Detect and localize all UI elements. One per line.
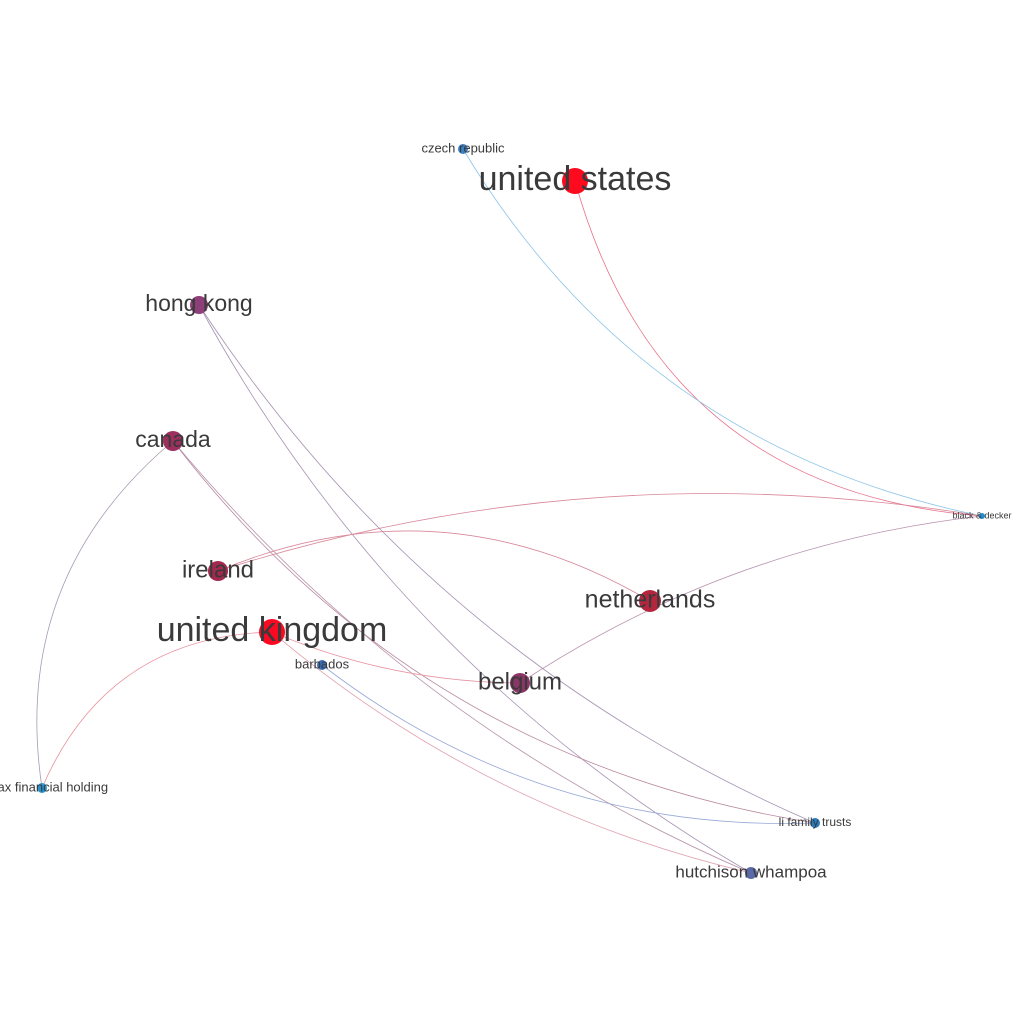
node-hong-kong[interactable] bbox=[190, 296, 208, 314]
edge-ireland-netherlands bbox=[217, 530, 651, 602]
label-belgium: belgium bbox=[478, 668, 562, 695]
edges-layer bbox=[36, 148, 983, 874]
edge-hong-kong-hutchison-whampoa bbox=[198, 304, 752, 874]
edge-united-kingdom-fairfax-financial bbox=[41, 631, 273, 789]
edge-canada-fairfax-financial bbox=[36, 440, 174, 789]
edge-czech-republic-black-decker bbox=[462, 148, 983, 517]
edge-ireland-black-decker bbox=[217, 493, 983, 572]
edge-belgium-black-decker bbox=[519, 515, 983, 684]
label-united-kingdom: united kingdom bbox=[157, 611, 388, 649]
node-fairfax-financial[interactable] bbox=[37, 783, 47, 793]
edge-united-states-black-decker bbox=[574, 180, 983, 517]
node-united-states[interactable] bbox=[562, 168, 588, 194]
edge-united-kingdom-hutchison-whampoa bbox=[271, 631, 752, 874]
edge-canada-hutchison-whampoa bbox=[172, 440, 752, 874]
label-canada: canada bbox=[135, 426, 211, 452]
label-hong-kong: hong kong bbox=[145, 290, 252, 316]
node-li-family-trusts[interactable] bbox=[810, 818, 820, 828]
label-czech-republic: czech republic bbox=[421, 140, 505, 155]
node-canada[interactable] bbox=[163, 431, 183, 451]
label-li-family-trusts: li family trusts bbox=[779, 815, 852, 829]
node-ireland[interactable] bbox=[208, 561, 228, 581]
label-fairfax-financial: fairfax financial holding bbox=[0, 779, 108, 794]
node-hutchison-whampoa[interactable] bbox=[745, 867, 757, 879]
node-barbados[interactable] bbox=[317, 660, 327, 670]
edge-canada-li-family-trusts bbox=[172, 440, 816, 824]
edge-hong-kong-li-family-trusts bbox=[198, 304, 816, 824]
label-ireland: ireland bbox=[182, 556, 254, 583]
edge-united-kingdom-belgium bbox=[271, 631, 521, 684]
node-netherlands[interactable] bbox=[639, 590, 661, 612]
nodes-layer bbox=[37, 144, 985, 879]
node-belgium[interactable] bbox=[510, 673, 530, 693]
node-united-kingdom[interactable] bbox=[259, 619, 285, 645]
node-black-decker[interactable] bbox=[979, 513, 985, 519]
edge-barbados-li-family-trusts bbox=[321, 664, 816, 824]
label-united-states: united states bbox=[479, 160, 672, 198]
label-hutchison-whampoa: hutchison whampoa bbox=[675, 862, 827, 881]
node-czech-republic[interactable] bbox=[458, 144, 468, 154]
label-netherlands: netherlands bbox=[585, 586, 716, 614]
labels-layer: united states czech republic hong kong cana… bbox=[0, 140, 1012, 881]
label-black-decker: black & decker bbox=[952, 510, 1011, 520]
label-barbados: barbados bbox=[295, 656, 350, 671]
